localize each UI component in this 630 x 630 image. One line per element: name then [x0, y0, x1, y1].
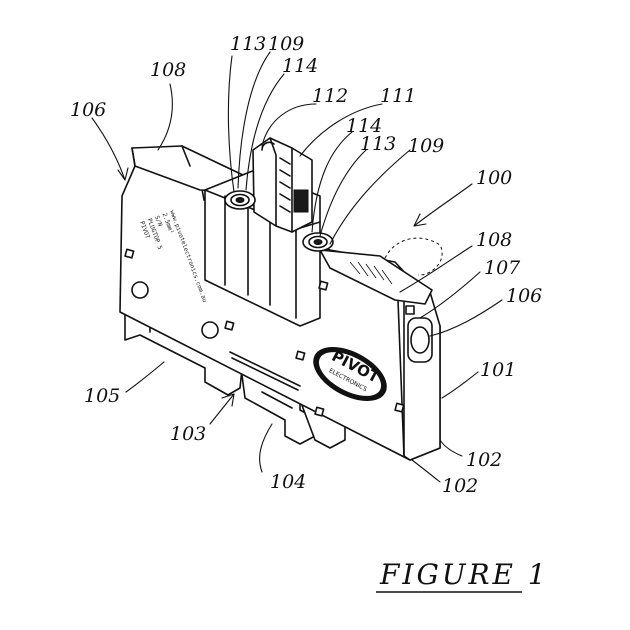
label-109-left: 109 [268, 33, 304, 55]
terminal-block-device: PIVOT PLUGTOP 5 S/N 2.5mm² www.pivotelec… [120, 138, 442, 460]
label-107: 107 [484, 257, 521, 279]
figure-caption-group: FIGURE 1 [376, 558, 549, 592]
label-102-upper: 102 [466, 449, 502, 471]
label-106-top: 106 [70, 99, 106, 121]
label-111: 111 [380, 85, 416, 107]
label-102-lower: 102 [442, 475, 478, 497]
label-113-left: 113 [230, 33, 266, 55]
label-106-right: 106 [506, 285, 542, 307]
label-104: 104 [270, 471, 306, 493]
label-108-right: 108 [476, 229, 512, 251]
figure-caption: FIGURE 1 [379, 558, 549, 591]
label-113-right: 113 [360, 133, 396, 155]
end-terminal [408, 318, 432, 362]
label-100: 100 [476, 167, 512, 189]
label-112: 112 [312, 85, 348, 107]
screw-left [225, 191, 255, 209]
label-109-right: 109 [408, 135, 444, 157]
label-103: 103 [170, 423, 206, 445]
screw-right [303, 233, 333, 251]
label-114-left: 114 [282, 55, 318, 77]
label-105: 105 [84, 385, 120, 407]
label-108-top: 108 [150, 59, 186, 81]
label-101: 101 [480, 359, 516, 381]
